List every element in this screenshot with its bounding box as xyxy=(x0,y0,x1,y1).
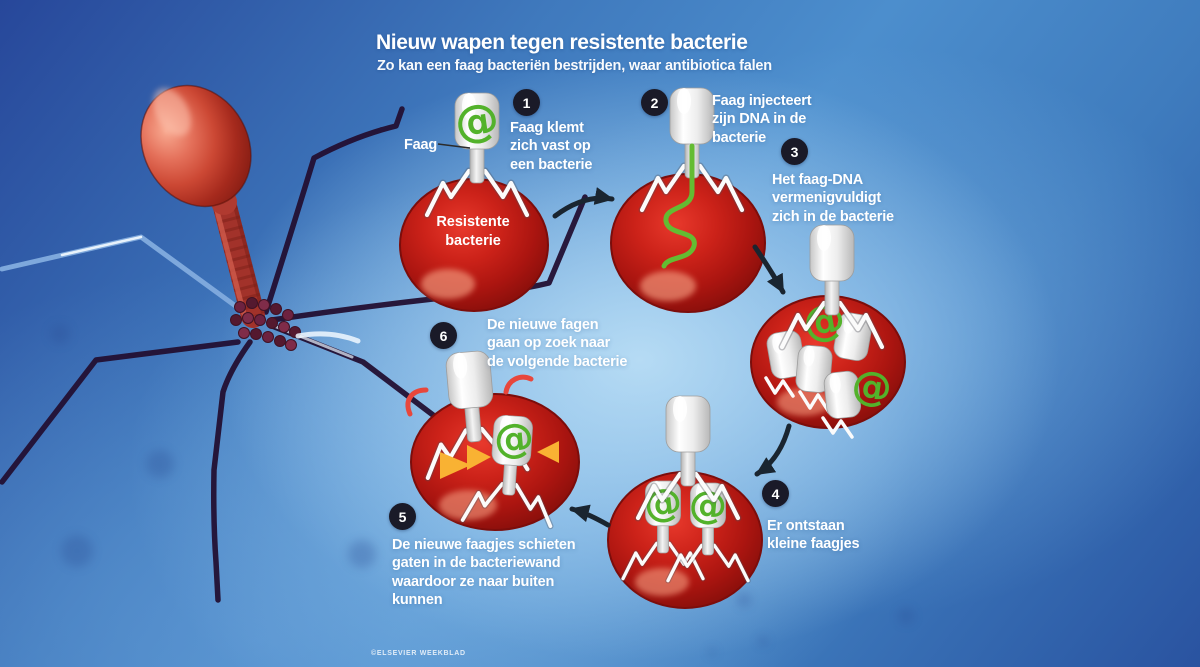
step1-illustration: @ xyxy=(399,93,549,312)
step-badge-3: 3 xyxy=(781,138,808,165)
faag-pointer-line xyxy=(437,143,471,149)
step2-text: Faag injecteert zijn DNA in de bacterie xyxy=(712,92,812,147)
step4-illustration: @ @ xyxy=(607,396,763,609)
step-badge-1: 1 xyxy=(513,89,540,116)
arrow-step1-to-step2 xyxy=(552,187,615,219)
step-text-line: Het faag-DNA xyxy=(772,172,864,188)
large-phage-collar-highlight xyxy=(295,331,361,344)
step-text-line: De nieuwe faagjes schieten xyxy=(392,537,576,553)
step-badge-2: 2 xyxy=(641,89,668,116)
burst-arc-right xyxy=(503,374,534,395)
step-text-line: De nieuwe fagen xyxy=(487,317,599,333)
step5-illustration: @ xyxy=(405,348,580,531)
dna-strand-injected xyxy=(661,143,697,269)
arrow-step3-to-step4 xyxy=(754,423,792,477)
bacterium-label-line: Resistente xyxy=(436,214,510,230)
step5-text: De nieuwe faagjes schieten gaten in de b… xyxy=(392,536,576,609)
page-title: Nieuw wapen tegen resistente bacterie xyxy=(376,31,748,54)
step-text-line: gaten in de bacteriewand xyxy=(392,555,561,572)
arrow-step4-to-step5 xyxy=(569,504,611,528)
step3-text: Het faag-DNA vermenigvuldigt zich in de … xyxy=(772,171,894,226)
large-phage-head xyxy=(140,84,252,215)
step1-text: Faag klemt zich vast op een bacterie xyxy=(510,119,592,174)
step-text-line: kleine faagjes xyxy=(767,536,860,553)
step-badge-4: 4 xyxy=(762,480,789,507)
page-subtitle: Zo kan een faag bacteriën bestrijden, wa… xyxy=(377,58,772,74)
step-text-line: gaan op zoek naar xyxy=(487,335,611,352)
step-text-line: Faag injecteert xyxy=(712,93,812,109)
step3-illustration: @ @ xyxy=(750,225,906,439)
step-text-line: zijn DNA in de xyxy=(712,111,807,128)
step-text-line: waardoor ze naar buiten xyxy=(392,573,555,590)
step4-text: Er ontstaan kleine faagjes xyxy=(767,517,860,554)
burst-triangles xyxy=(440,441,559,479)
new-phage-legs xyxy=(764,376,854,439)
step-badge-5: 5 xyxy=(389,503,416,530)
bacterium-label-line: bacterie xyxy=(445,232,501,249)
dna-at-icon: @ xyxy=(452,93,503,150)
phage-label: Faag xyxy=(404,137,438,153)
dna-at-icon: @ xyxy=(492,414,536,463)
step-text-line: bacterie xyxy=(712,129,767,146)
step-text-line: Er ontstaan xyxy=(767,518,845,534)
burst-arc-left xyxy=(405,387,429,417)
resistant-bacterium-label: Resistente bacterie xyxy=(413,213,533,251)
large-phage-collar xyxy=(230,297,301,351)
step-badge-6: 6 xyxy=(430,322,457,349)
large-phage-illustration xyxy=(0,84,588,603)
step-text-line: een bacterie xyxy=(510,156,593,173)
step-text-line: vermenigvuldigt xyxy=(772,190,881,207)
large-phage-tail xyxy=(211,187,265,328)
step-text-line: de volgende bacterie xyxy=(487,353,628,370)
dna-at-icon: @ xyxy=(849,361,895,412)
background-bokeh-dots xyxy=(50,324,914,656)
step2-illustration xyxy=(610,88,766,313)
credit-line: ©ELSEVIER WEEKBLAD xyxy=(371,650,466,657)
step-text-line: kunnen xyxy=(392,591,443,608)
arrow-step2-to-step3 xyxy=(752,244,786,295)
step-text-line: zich vast op xyxy=(510,138,591,155)
large-phage-leg-lit xyxy=(0,234,255,321)
step-text-line: Faag klemt xyxy=(510,120,584,136)
step6-text: De nieuwe fagen gaan op zoek naar de vol… xyxy=(487,316,627,371)
step-text-line: zich in de bacterie xyxy=(772,208,894,225)
